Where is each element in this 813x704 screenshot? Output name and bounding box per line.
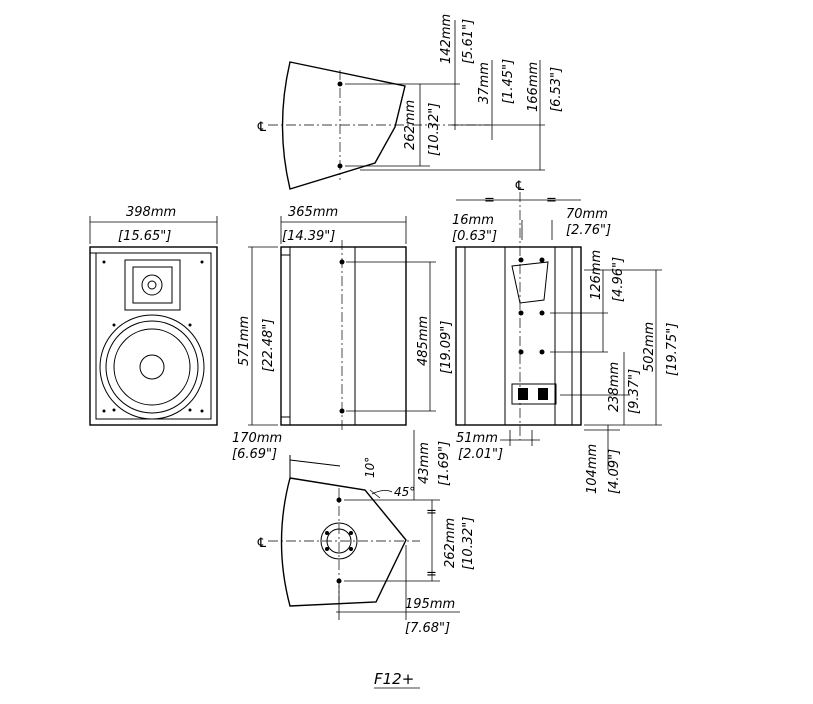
dim-365mm: 365mm [288,205,338,220]
centerline-symbol-top: ℄ [256,120,268,135]
dim-16mm-inch: [0.63"] [452,229,497,244]
dim-16mm: 16mm [452,213,494,228]
equal-mark-left: = [484,193,495,208]
equal-mark-right: = [546,193,557,208]
dim-485mm: 485mm [416,316,431,366]
top-view: ℄ 142mm [5.61"] 37mm [1.45"] 166mm [6.53… [256,14,564,190]
dim-51mm-inch: [2.01"] [458,447,503,462]
model-label: F12+ [374,670,414,688]
dim-262mm-bottom: 262mm [443,518,458,568]
side-view: 365mm [14.39"] 571mm [22.48"] 485mm [19.… [237,205,454,432]
dim-37mm: 37mm [477,62,492,104]
dim-195mm-inch: [7.68"] [405,621,450,636]
dim-170mm: 170mm [232,431,282,446]
dim-262mm-top: 262mm [403,100,418,150]
dim-238mm: 238mm [607,362,622,412]
dim-170mm-inch: [6.69"] [232,447,277,462]
dim-142mm: 142mm [439,14,454,64]
dim-365mm-inch: [14.39"] [282,229,335,244]
dim-104mm-inch: [4.09"] [607,449,622,494]
dim-238mm-inch: [9.37"] [627,369,642,414]
dim-43mm: 43mm [417,442,432,484]
angle-45deg: 45° [394,485,415,499]
rear-view: ℄ = = 16mm [0.63"] 70mm [2.76"] 126mm [4… [452,179,680,494]
centerline-symbol-bottom: ℄ [256,536,268,551]
dim-571mm: 571mm [237,316,252,366]
dim-104mm: 104mm [585,444,600,494]
dim-262mm-bottom-inch: [10.32"] [461,517,476,570]
dim-126mm: 126mm [589,250,604,300]
equal-mark-bottom-top: = [426,505,437,520]
dim-262mm-top-inch: [10.32"] [427,103,442,156]
bottom-view: ℄ 170mm [6.69"] 10° 45° 43mm [1.69"] = =… [232,430,476,636]
angle-10deg: 10° [363,457,377,478]
dim-70mm-inch: [2.76"] [566,223,611,238]
equal-mark-bottom-low: = [426,567,437,582]
dim-43mm-inch: [1.69"] [437,441,452,486]
dim-502mm-inch: [19.75"] [665,323,680,376]
front-view: 398mm [15.65"] [89,205,218,426]
dim-166mm-inch: [6.53"] [549,67,564,112]
dim-37mm-inch: [1.45"] [501,59,516,104]
dim-142mm-inch: [5.61"] [461,19,476,64]
dim-195mm: 195mm [405,597,455,612]
dim-502mm: 502mm [642,322,657,372]
dim-166mm: 166mm [526,62,541,112]
dim-51mm: 51mm [456,431,498,446]
dim-398mm-inch: [15.65"] [118,229,171,244]
dim-126mm-inch: [4.96"] [611,257,626,302]
dim-70mm: 70mm [566,207,608,222]
centerline-symbol-rear: ℄ [514,179,526,194]
dim-398mm: 398mm [126,205,176,220]
dim-571mm-inch: [22.48"] [261,319,276,372]
dim-485mm-inch: [19.09"] [439,321,454,374]
